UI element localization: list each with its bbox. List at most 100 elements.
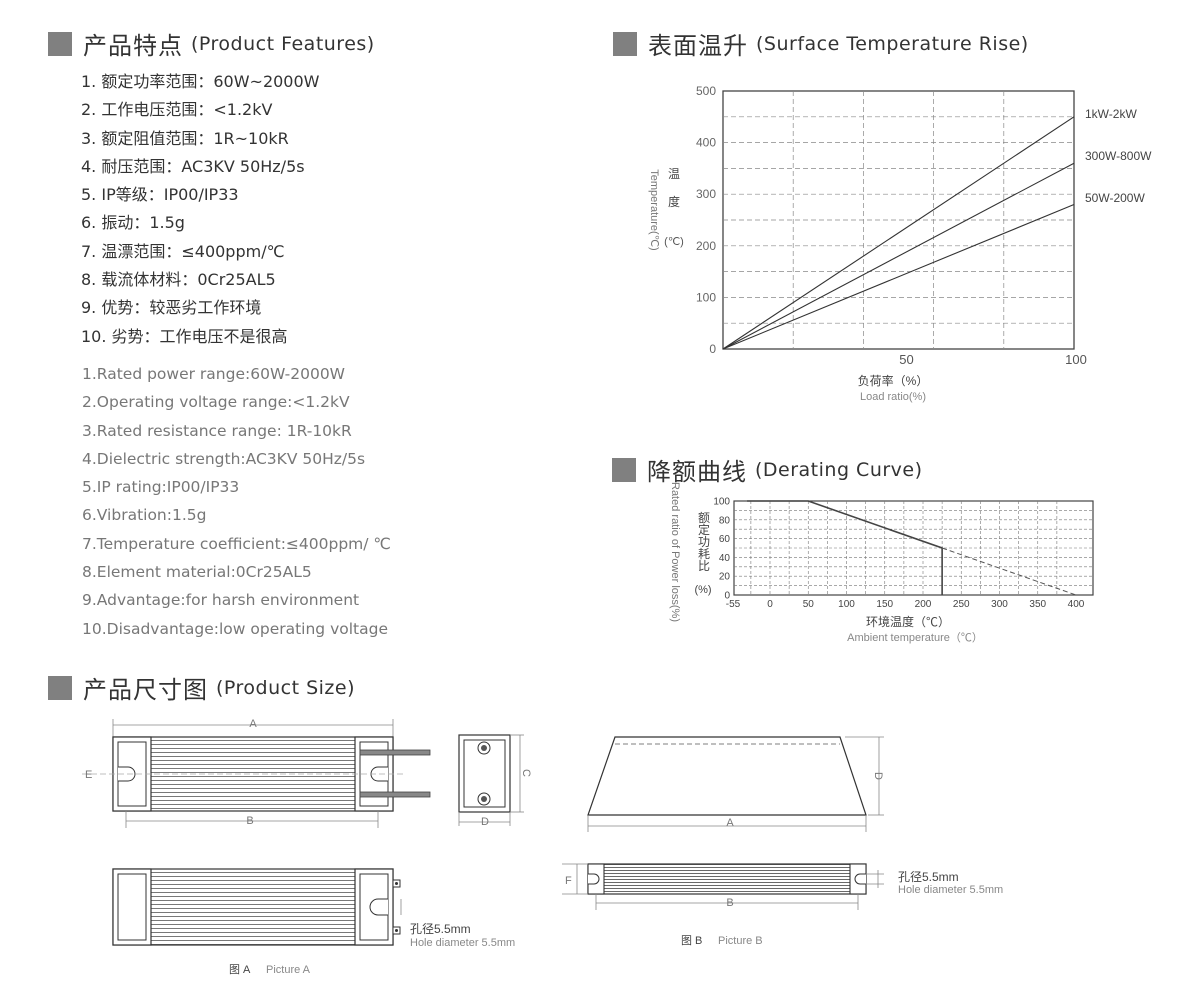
y-tick-label: 500: [696, 84, 716, 98]
picture-a-top-view: A E B: [82, 718, 431, 828]
section-marker-square: [613, 31, 637, 56]
feature-item: 9. 优势：较恶劣工作环境: [81, 298, 262, 318]
section-product-features: 产品特点 (Product Features): [48, 26, 375, 61]
feature-item: 1. 额定功率范围：60W~2000W: [81, 72, 320, 91]
dim-label-d: D: [481, 816, 489, 828]
feature-item: 8. 载流体材料：0Cr25AL5: [81, 270, 276, 290]
feature-item: 7. 温漂范围：≤400ppm/℃: [81, 241, 285, 261]
picture-b-caption-en: Picture B: [718, 935, 763, 947]
y-tick-label: 40: [719, 553, 731, 564]
series-line: [722, 162, 1075, 350]
hole-diameter-cn: 孔径5.5mm: [410, 922, 471, 936]
feature-item-en: 7.Temperature coefficient:≤400ppm/ ℃: [82, 534, 391, 553]
section-marker-square: [612, 457, 636, 482]
y-axis-label-cn: 度: [668, 194, 680, 209]
section-title-en: (Surface Temperature Rise): [756, 32, 1029, 55]
feature-item-en: 4.Dielectric strength:AC3KV 50Hz/5s: [82, 449, 366, 468]
section-title-cn: 产品尺寸图: [83, 676, 208, 704]
y-axis-label-cn: 耗: [698, 547, 710, 561]
y-axis-label-cn: 定: [698, 522, 710, 537]
y-tick-label: 200: [696, 239, 716, 253]
feature-item: 6. 振动：1.5g: [81, 213, 185, 233]
x-axis-label-en: Ambient temperature（℃）: [847, 631, 983, 644]
series-line: [722, 204, 1075, 350]
section-derating-curve: 降额曲线 (Derating Curve): [612, 452, 923, 487]
section-product-size: 产品尺寸图 (Product Size): [48, 670, 355, 705]
dim-label-a: A: [726, 817, 734, 829]
picture-b-side-view: D A: [587, 736, 884, 832]
y-tick-label: 100: [713, 497, 730, 508]
hole-diameter-en: Hole diameter 5.5mm: [410, 937, 515, 949]
y-axis-label-en: Temperature(℃): [648, 169, 660, 250]
y-axis-label-cn: 比: [698, 559, 710, 573]
y-tick-label: 0: [724, 591, 730, 602]
y-axis-label-cn: 功: [698, 535, 710, 549]
series-label: 50W-200W: [1085, 191, 1145, 205]
x-tick-label: 400: [1068, 599, 1085, 610]
x-axis-label: 环境温度（℃）: [866, 614, 950, 629]
section-marker-square: [48, 31, 72, 56]
y-axis-unit: (%): [694, 584, 711, 596]
y-tick-label: 300: [696, 187, 716, 201]
picture-a-caption-en: Picture A: [266, 964, 311, 976]
x-tick-label: 200: [915, 599, 932, 610]
feature-item-en: 6.Vibration:1.5g: [82, 506, 207, 525]
feature-item: 4. 耐压范围：AC3KV 50Hz/5s: [81, 156, 305, 176]
feature-item-en: 1.Rated power range:60W-2000W: [82, 365, 346, 383]
y-axis-label-cn: 温: [668, 167, 680, 181]
series-label: 1kW-2kW: [1085, 107, 1137, 121]
feature-item: 3. 额定阻值范围：1R~10kR: [81, 128, 289, 148]
feature-item-en: 5.IP rating:IP00/IP33: [82, 478, 240, 497]
x-tick-label: 50: [803, 599, 815, 610]
picture-b-caption-cn: 图 B: [681, 934, 702, 947]
picture-a-bottom-view: 孔径5.5mm Hole diameter 5.5mm: [112, 868, 515, 949]
feature-item: 5. IP等级：IP00/IP33: [81, 185, 239, 205]
picture-a-end-view: C D: [458, 734, 532, 828]
x-tick-label: 250: [953, 599, 970, 610]
x-tick-label: 150: [876, 599, 893, 610]
x-tick-label: 300: [991, 599, 1008, 610]
feature-item: 2. 工作电压范围：<1.2kV: [81, 100, 273, 120]
feature-item: 10. 劣势：工作电压不是很高: [81, 326, 288, 346]
y-axis-unit: (℃): [664, 236, 684, 248]
picture-a-caption-cn: 图 A: [229, 963, 251, 976]
x-tick-label: 50: [899, 352, 913, 367]
feature-item-en: 10.Disadvantage:low operating voltage: [82, 619, 388, 638]
x-tick-label: 100: [838, 599, 855, 610]
y-tick-label: 20: [719, 572, 731, 583]
section-title-cn: 表面温升: [648, 32, 748, 60]
dim-label-f: F: [565, 875, 572, 887]
y-axis-label-cn: 额: [698, 511, 710, 525]
y-tick-label: 100: [696, 290, 716, 304]
series-label: 300W-800W: [1085, 149, 1152, 163]
x-axis-label: 负荷率（%）: [858, 373, 929, 388]
y-axis-label-en: Rated ratio of Power loss(%): [669, 482, 681, 622]
series-line: [722, 116, 1075, 350]
x-tick-label: 350: [1029, 599, 1046, 610]
x-axis-label-en: Load ratio(%): [860, 391, 926, 403]
y-tick-label: 400: [696, 136, 716, 150]
section-title-en: (Derating Curve): [755, 458, 923, 481]
picture-b-bottom-view: F B 孔径5.5mm Hole diameter 5.5mm: [562, 863, 1003, 910]
x-tick-label: 100: [1065, 352, 1087, 367]
section-title-cn: 降额曲线: [647, 458, 747, 486]
section-title-cn: 产品特点: [83, 32, 183, 60]
section-title-en: (Product Size): [216, 676, 356, 699]
feature-item-en: 9.Advantage:for harsh environment: [82, 591, 360, 610]
feature-item-en: 2.Operating voltage range:<1.2kV: [82, 393, 350, 412]
dim-label-d: D: [872, 772, 884, 780]
dim-label-a: A: [249, 718, 257, 730]
features-list-cn: 1. 额定功率范围：60W~2000W 2. 工作电压范围：<1.2kV 3. …: [81, 68, 319, 351]
y-tick-label: 60: [719, 534, 731, 545]
y-tick-label: 0: [709, 342, 716, 356]
feature-item-en: 8.Element material:0Cr25AL5: [82, 563, 312, 582]
section-surface-temperature: 表面温升 (Surface Temperature Rise): [613, 26, 1029, 61]
dim-label-b: B: [726, 897, 733, 909]
dim-label-e: E: [85, 769, 92, 781]
features-list-en: 1.Rated power range:60W-2000W 2.Operatin…: [82, 360, 391, 643]
derating-line: [747, 500, 943, 595]
hole-diameter-en: Hole diameter 5.5mm: [898, 884, 1003, 896]
